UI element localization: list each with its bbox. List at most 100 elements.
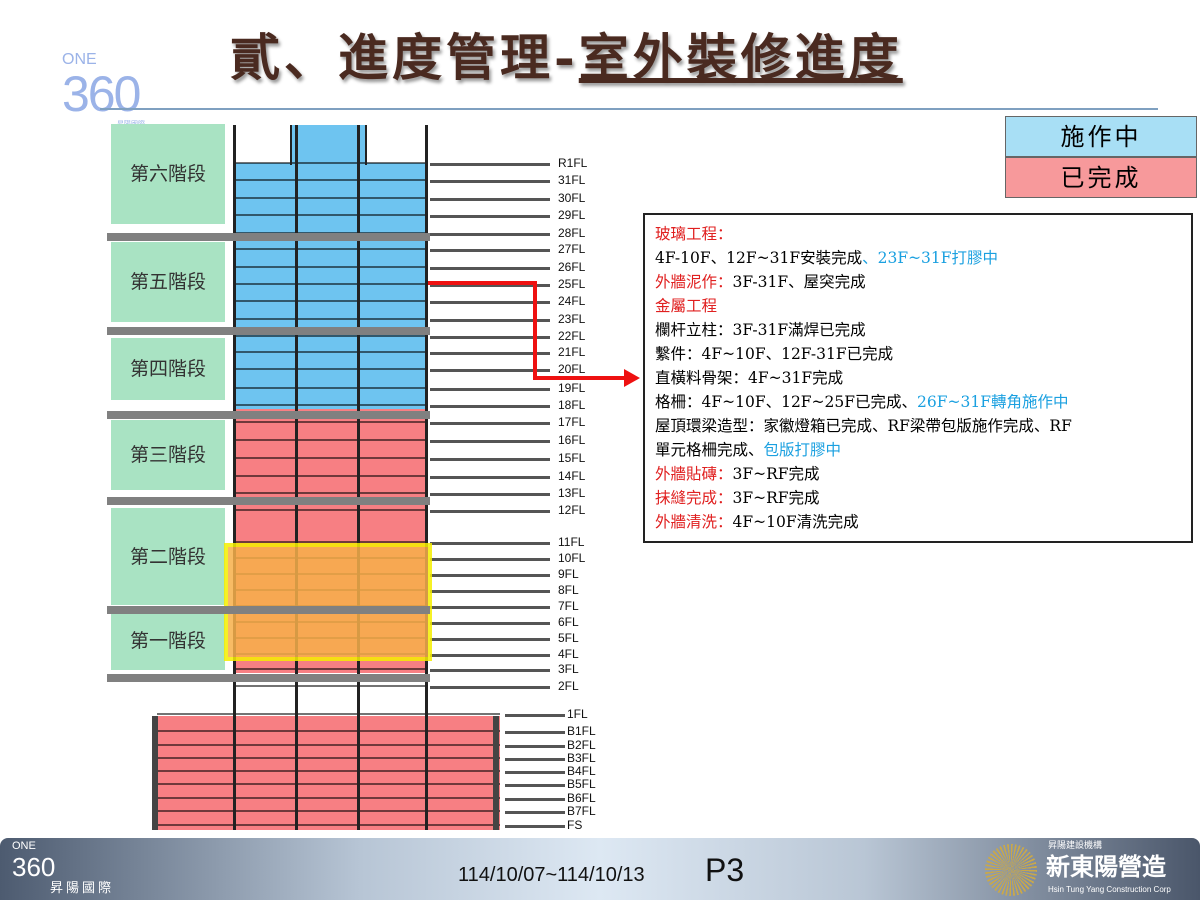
floor-level-line bbox=[430, 590, 550, 593]
legend-label: 已完成 bbox=[1060, 163, 1142, 192]
note-segment: 3F~RF完成 bbox=[732, 465, 820, 483]
floor-level-line bbox=[505, 745, 565, 748]
logo-text: ONE bbox=[62, 51, 97, 68]
penthouse-column bbox=[290, 125, 292, 165]
floor-label: 20FL bbox=[558, 362, 586, 376]
note-line: 外牆清洗：4F~10F清洗完成 bbox=[655, 510, 1181, 534]
floor-label: 7FL bbox=[558, 599, 579, 613]
floor-label: 16FL bbox=[558, 433, 586, 447]
floor-slab-line bbox=[233, 351, 427, 353]
stage-label: 第一階段 bbox=[111, 612, 225, 670]
title-divider bbox=[100, 108, 1158, 110]
note-segment: 外牆貼磚： bbox=[655, 465, 733, 483]
note-line: 欄杆立柱：3F-31F滿焊已完成 bbox=[655, 318, 1181, 342]
note-line: 外牆泥作：3F-31F、屋突完成 bbox=[655, 270, 1181, 294]
floor-label: 9FL bbox=[558, 567, 579, 581]
note-line: 4F-10F、12F~31F安裝完成、23F~31F打膠中 bbox=[655, 246, 1181, 270]
floor-label: 18FL bbox=[558, 398, 586, 412]
penthouse-column bbox=[365, 125, 367, 165]
floor-slab-line bbox=[233, 162, 427, 164]
company-en: Hsin Tung Yang Construction Corp bbox=[1048, 885, 1171, 894]
title-underlined: 室外裝修進度 bbox=[578, 28, 903, 87]
floor-label: 17FL bbox=[558, 415, 586, 429]
floor-level-line bbox=[430, 558, 550, 561]
floor-level-line bbox=[430, 233, 550, 236]
floor-level-line bbox=[430, 352, 550, 355]
sunburst-logo-icon bbox=[985, 844, 1037, 896]
floor-label: 19FL bbox=[558, 381, 586, 395]
stage-label: 第三階段 bbox=[111, 420, 225, 490]
floor-slab-line bbox=[233, 368, 427, 370]
stage-divider bbox=[107, 497, 430, 505]
floor-level-line bbox=[430, 669, 550, 672]
floor-slab-line bbox=[157, 770, 500, 772]
floor-level-line bbox=[430, 369, 550, 372]
floor-slab-line bbox=[233, 457, 427, 459]
note-line: 屋頂環梁造型：家徽燈箱已完成、RF梁帶包版施作完成、RF bbox=[655, 414, 1181, 438]
floor-slab-line bbox=[233, 509, 427, 511]
date-range: 114/10/07~114/10/13 bbox=[458, 864, 645, 886]
floor-slab-line bbox=[157, 797, 500, 799]
floor-label: 3FL bbox=[558, 662, 579, 676]
note-line: 單元格柵完成、包版打膠中 bbox=[655, 438, 1181, 462]
floor-label: 27FL bbox=[558, 242, 586, 256]
floor-level-line bbox=[430, 606, 550, 609]
floor-level-line bbox=[430, 622, 550, 625]
note-segment: 包版打膠中 bbox=[763, 441, 842, 459]
legend-label: 施作中 bbox=[1060, 122, 1142, 151]
floor-level-line bbox=[430, 388, 550, 391]
note-segment: 繫件：4F~10F、12F-31F已完成 bbox=[655, 345, 894, 363]
floor-slab-line bbox=[233, 387, 427, 389]
floor-label: 30FL bbox=[558, 191, 586, 205]
floor-level-line bbox=[505, 714, 565, 717]
floor-slab-line bbox=[233, 404, 427, 406]
floor-slab-line bbox=[233, 248, 427, 250]
note-segment: 、23F~31F打膠中 bbox=[862, 249, 999, 267]
page-title: 貳、進度管理-室外裝修進度 bbox=[230, 28, 903, 88]
podium-wall bbox=[493, 716, 499, 830]
progress-notes-box: 玻璃工程：4F-10F、12F~31F安裝完成、23F~31F打膠中外牆泥作：3… bbox=[643, 213, 1193, 543]
floor-level-line bbox=[505, 825, 565, 828]
stage-label: 第二階段 bbox=[111, 508, 225, 605]
floor-slab-line bbox=[233, 266, 427, 268]
floor-level-line bbox=[430, 476, 550, 479]
column-line bbox=[295, 125, 298, 830]
floor-level-line bbox=[430, 686, 550, 689]
floor-label: 8FL bbox=[558, 583, 579, 597]
floor-level-line bbox=[430, 319, 550, 322]
floor-label: B4FL bbox=[567, 764, 596, 778]
floor-label: B7FL bbox=[567, 804, 596, 818]
note-segment: 單元格柵完成、 bbox=[655, 441, 764, 459]
floor-slab-line bbox=[233, 335, 427, 337]
one360-logo: ONE 360 昇陽國際 bbox=[60, 48, 160, 132]
note-line: 抹縫完成：3F~RF完成 bbox=[655, 486, 1181, 510]
stage-divider bbox=[107, 233, 430, 241]
floor-label: 29FL bbox=[558, 208, 586, 222]
note-segment: 外牆泥作： bbox=[655, 273, 733, 291]
floor-label: R1FL bbox=[558, 156, 588, 170]
stage-label: 第五階段 bbox=[111, 242, 225, 322]
floor-level-line bbox=[430, 215, 550, 218]
floor-label: 6FL bbox=[558, 615, 579, 629]
floor-label: 10FL bbox=[558, 551, 586, 565]
stage-label: 第四階段 bbox=[111, 338, 225, 400]
note-segment: 4F~10F清洗完成 bbox=[732, 513, 859, 531]
highlight-box bbox=[224, 543, 432, 661]
floor-level-line bbox=[430, 249, 550, 252]
floor-slab-line bbox=[233, 179, 427, 181]
floor-level-line bbox=[430, 180, 550, 183]
floor-label: 14FL bbox=[558, 469, 586, 483]
floor-level-line bbox=[430, 301, 550, 304]
floor-level-line bbox=[430, 198, 550, 201]
page-number: P3 bbox=[705, 852, 745, 888]
floor-label: 5FL bbox=[558, 631, 579, 645]
logo-number: 360 bbox=[62, 66, 141, 122]
note-line: 直橫料骨架：4F~31F完成 bbox=[655, 366, 1181, 390]
floor-level-line bbox=[430, 654, 550, 657]
floor-slab-line bbox=[233, 668, 427, 670]
column-line bbox=[233, 125, 236, 830]
floor-level-line bbox=[430, 163, 550, 166]
note-line: 繫件：4F~10F、12F-31F已完成 bbox=[655, 342, 1181, 366]
stage-divider bbox=[107, 411, 430, 419]
floor-slab-line bbox=[233, 300, 427, 302]
